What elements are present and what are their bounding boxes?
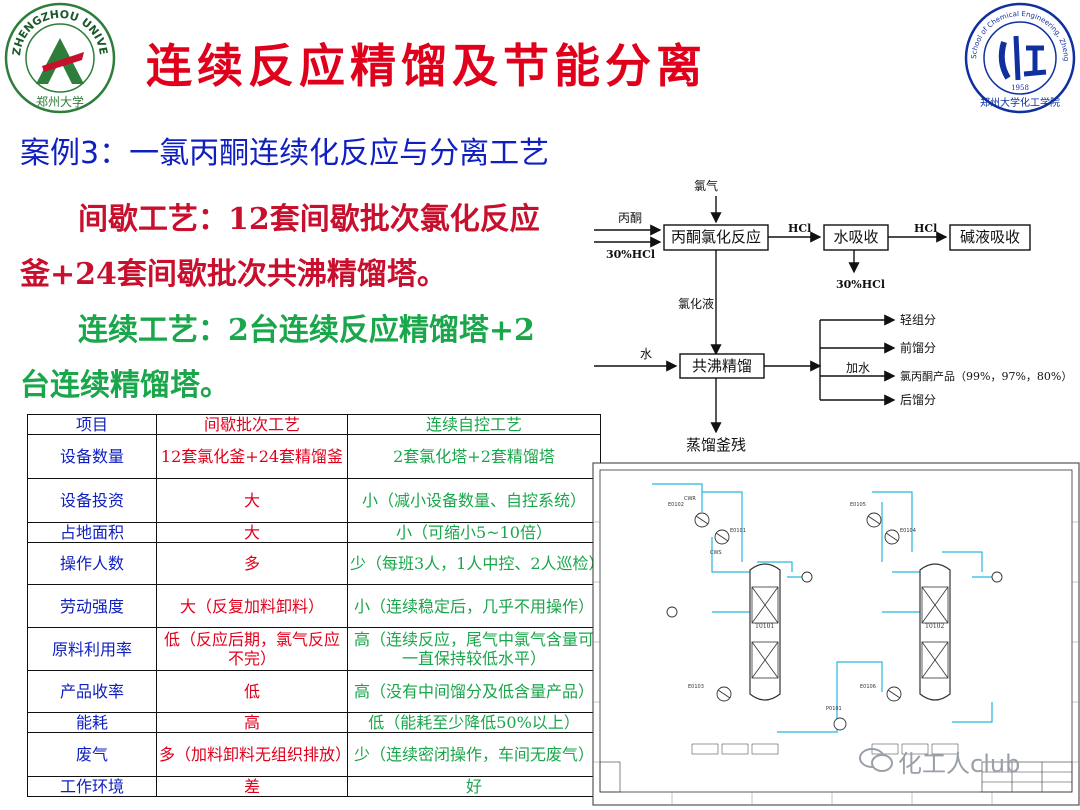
tower1-label: T0101 (755, 623, 774, 630)
table-cell: 高（没有中间馏分及低含量产品） (347, 670, 601, 713)
e0106-label: E0106 (860, 684, 876, 690)
water-label: 水 (640, 347, 652, 361)
table-cell: 差 (156, 776, 348, 797)
watermark-text: 化工人club (898, 750, 1021, 778)
page-title: 连续反应精馏及节能分离 (146, 39, 707, 93)
water-absorb-label: 水吸收 (833, 228, 878, 246)
water-absorb-box (823, 224, 889, 251)
svg-text:郑州大学化工学院: 郑州大学化工学院 (980, 96, 1060, 109)
table-cell: 低（能耗至少降低50%以上） (347, 712, 601, 733)
table-cell: 高（连续反应，尾气中氯气含量可一直保持较低水平） (347, 627, 601, 671)
table-cell: 好 (347, 776, 601, 797)
reactor-box (663, 224, 769, 251)
table-cell: 原料利用率 (27, 627, 157, 671)
zhengzhou-university-logo: ZHENGZHOU UNIVERSITY 郑州大学 (0, 0, 116, 114)
table-cell: 操作人数 (27, 542, 157, 585)
after-cut-label: 后馏分 (900, 393, 936, 407)
table-cell: 小（可缩小5~10倍） (347, 522, 601, 543)
table-header: 连续自控工艺 (347, 414, 601, 435)
table-cell: 占地面积 (27, 522, 157, 543)
alkali-absorb-label: 碱液吸收 (960, 228, 1020, 246)
table-row: 劳动强度 大（反复加料卸料） 小（连续稳定后，几乎不用操作） (27, 584, 601, 628)
table-cell: 大 (156, 522, 348, 543)
continuous-process-text: 连续工艺：2台连续反应精馏塔+2 (78, 313, 535, 348)
fore-cut-label: 前馏分 (900, 340, 936, 355)
table-row: 操作人数 多 少（每班3人，1人中控、2人巡检） (27, 542, 605, 585)
batch-process-text: 间歇工艺：12套间歇批次氯化反应 (78, 202, 540, 237)
table-cell: 低 (156, 670, 348, 713)
case-title: 案例3：一氯丙酮连续化反应与分离工艺 (20, 136, 550, 171)
table-cell: 废气 (27, 732, 157, 777)
residue-label: 蒸馏釜残 (686, 436, 746, 454)
e0102-label: E0102 (668, 502, 684, 508)
hcl2-label: HCl (914, 222, 937, 235)
table-cell: 多 (156, 542, 348, 585)
table-cell: 产品收率 (27, 670, 157, 713)
svg-text:1958: 1958 (1011, 84, 1029, 92)
table-cell: 大 (156, 478, 348, 523)
hcl1-label: HCl (788, 222, 811, 235)
table-cell: 高 (156, 712, 348, 733)
table-cell: 少（每班3人，1人中控、2人巡检） (347, 542, 605, 585)
pid-drawing: T0101 T0102 E0102 E0101 E0105 E0104 E010… (592, 462, 1080, 806)
table-cell: 工作环境 (27, 776, 157, 797)
cwr-label: CWR (684, 496, 696, 502)
e0105-label: E0105 (850, 502, 866, 508)
batch-process-text-cont: 釜+24套间歇批次共沸精馏塔。 (20, 257, 447, 292)
azeotrope-label: 共沸精馏 (692, 357, 752, 375)
school-of-chemical-engineering-logo: School of Chemical Engineering, Zhengzho… (961, 0, 1076, 114)
acetone-label: 丙酮 (618, 211, 642, 225)
table-header-row: 项目 间歇批次工艺 连续自控工艺 (27, 414, 601, 435)
reactor-label: 丙酮氯化反应 (671, 228, 761, 246)
e0104-label: E0104 (900, 528, 916, 534)
table-cell: 12套氯化釜+24套精馏釜 (156, 434, 348, 479)
table-row: 工作环境 差 好 (27, 776, 601, 797)
table-cell: 劳动强度 (27, 584, 157, 628)
azeotrope-box (679, 353, 765, 379)
table-header: 间歇批次工艺 (156, 414, 348, 435)
table-cell: 小（连续稳定后，几乎不用操作） (347, 584, 601, 628)
table-row: 设备数量 12套氯化釜+24套精馏釜 2套氯化塔+2套精馏塔 (27, 434, 601, 479)
table-row: 占地面积 大 小（可缩小5~10倍） (27, 522, 601, 543)
alkali-absorb-box (949, 224, 1031, 251)
table-cell: 小（减小设备数量、自控系统） (347, 478, 601, 523)
table-row: 设备投资 大 小（减小设备数量、自控系统） (27, 478, 601, 523)
table-cell: 2套氯化塔+2套精馏塔 (347, 434, 601, 479)
table-row: 能耗 高 低（能耗至少降低50%以上） (27, 712, 601, 733)
table-cell: 多（加料卸料无组织排放） (156, 732, 351, 777)
process-flow-diagram: 丙酮氯化反应 水吸收 碱液吸收 共沸精馏 氯气 丙酮 30%HCl HCl HC… (588, 170, 1080, 460)
hcl-out-label: 30%HCl (836, 278, 885, 291)
chlorine-label: 氯气 (694, 178, 718, 193)
table-cell: 少（连续密闭操作，车间无废气） (347, 732, 601, 777)
e0103-label: E0103 (688, 684, 704, 690)
cws-label: CWS (710, 550, 722, 556)
tower2-label: T0102 (925, 623, 944, 630)
comparison-table: 项目 间歇批次工艺 连续自控工艺 设备数量 12套氯化釜+24套精馏釜 2套氯化… (27, 414, 605, 797)
p0101-label: P0101 (826, 706, 842, 712)
table-cell: 能耗 (27, 712, 157, 733)
table-header: 项目 (27, 414, 157, 435)
table-cell: 大（反复加料卸料） (156, 584, 348, 628)
add-water-label: 加水 (846, 361, 870, 375)
table-row: 废气 多（加料卸料无组织排放） 少（连续密闭操作，车间无废气） (27, 732, 601, 777)
table-row: 产品收率 低 高（没有中间馏分及低含量产品） (27, 670, 601, 713)
hcl-in-label: 30%HCl (606, 248, 655, 261)
product-label: 氯丙酮产品（99%，97%，80%） (900, 369, 1072, 383)
table-row: 原料利用率 低（反应后期，氯气反应不完） 高（连续反应，尾气中氯气含量可一直保持… (27, 627, 601, 671)
wechat-icon (858, 746, 894, 774)
table-cell: 低（反应后期，氯气反应不完） (156, 627, 348, 671)
table-cell: 设备数量 (27, 434, 157, 479)
light-label: 轻组分 (900, 313, 936, 327)
table-cell: 设备投资 (27, 478, 157, 523)
svg-text:郑州大学: 郑州大学 (36, 94, 84, 109)
chlorinated-liquid-label: 氯化液 (678, 296, 714, 311)
e0101-label: E0101 (730, 528, 746, 534)
continuous-process-text-cont: 台连续精馏塔。 (20, 368, 230, 403)
